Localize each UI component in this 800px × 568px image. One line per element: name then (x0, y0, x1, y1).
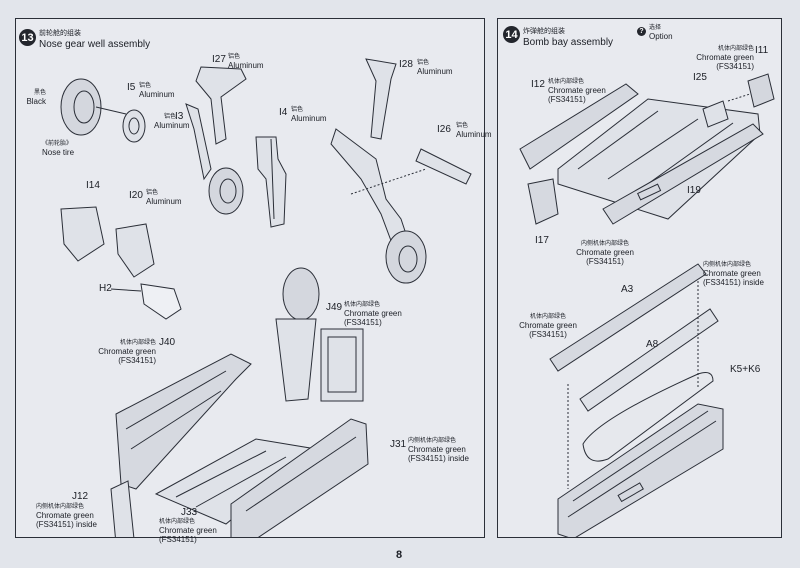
j33-color: 机体内部绿色 Chromate green (FS34151) (159, 519, 217, 544)
part-i4: I4 (279, 107, 288, 118)
part-i11: I11 (755, 45, 769, 56)
tire-color-label: 黑色 Black (26, 90, 46, 106)
part-i17: I17 (535, 235, 549, 246)
strip-a3-shape (549, 263, 707, 372)
i26-color: 铝色 Aluminum (456, 123, 492, 139)
part-j49: J49 (326, 302, 343, 313)
step-13-badge: 13 (19, 29, 36, 46)
j31-color: 内侧机体内部绿色 Chromate green (FS34151) inside (408, 438, 469, 463)
i27-color: 铝色 Aluminum (228, 54, 264, 70)
part-i27: I27 (212, 54, 226, 65)
part-j40: J40 (159, 337, 176, 348)
part-j12: J12 (72, 491, 89, 502)
part-j33: J33 (181, 507, 198, 518)
part-a8: A8 (646, 339, 659, 350)
j12-color: 内侧机体内部绿色 Chromate green (FS34151) inside (36, 504, 97, 529)
i3-color: 铝色 Aluminum (154, 114, 190, 130)
part-i5: I5 (127, 82, 136, 93)
nose-gear-drawing (60, 58, 472, 537)
bulkhead-j49-shape (320, 328, 364, 402)
oleo-i4-shape (255, 136, 287, 228)
part-i26: I26 (437, 124, 451, 135)
page-number: 8 (396, 549, 403, 561)
i28-color: 铝色 Aluminum (417, 60, 453, 76)
step-13-panel: 13 前轮舱的组装 Nose gear well assembly 黑色 Bla… (15, 18, 492, 544)
option-label: 选择 Option (649, 25, 673, 41)
part-i20: I20 (129, 190, 143, 201)
step-14-title-en: Bomb bay assembly (523, 37, 614, 48)
step-14-title-cn: 炸弹舱的组装 (523, 28, 565, 35)
part-i14: I14 (86, 180, 100, 191)
part-i25: I25 (693, 72, 707, 83)
door-i17-shape (527, 178, 559, 225)
door-i14-shape (60, 206, 105, 262)
i4-color: 铝色 Aluminum (291, 107, 327, 123)
door-i12-shape (519, 83, 639, 170)
part-a3: A3 (621, 284, 634, 295)
door-i20-shape (115, 223, 155, 278)
strip-a8-shape (579, 308, 719, 412)
side-wall-j31-shape (230, 418, 369, 537)
a3-left-color: 机体内部绿色 Chromate green (FS34151) (519, 314, 577, 339)
j49-color: 机体内部绿色 Chromate green (FS34151) (344, 302, 402, 327)
wheel-hub-shape (122, 109, 146, 143)
part-i12: I12 (531, 79, 545, 90)
part-i19: I19 (687, 185, 701, 196)
step-13-title-cn: 前轮舱的组装 (39, 30, 81, 37)
step-14-badge: 14 (503, 26, 520, 43)
cover-k5k6-shape (582, 372, 714, 462)
strut-i27-shape (195, 66, 247, 145)
i20-color: 铝色 Aluminum (146, 190, 182, 206)
nose-tire-shape (60, 78, 102, 136)
i17-color: 内侧机体内部绿色 Chromate green (FS34151) (576, 241, 634, 266)
part-k5-k6: K5+K6 (730, 364, 761, 375)
step-14-panel: 14 炸弹舱的组装 Bomb bay assembly ? 选择 Option … (497, 18, 782, 538)
panel-j12-shape (110, 480, 135, 537)
option-icon: ? (637, 27, 646, 36)
i12-color: 机体内部绿色 Chromate green (FS34151) (548, 79, 606, 104)
i5-color: 铝色 Aluminum (139, 83, 175, 99)
i11-color: 机体内部绿色 Chromate green (FS34151) (696, 46, 754, 71)
j40-color: 机体内部绿色 Chromate green (FS34151) (98, 340, 156, 365)
a3-top-color: 内侧机体内部绿色 Chromate green (FS34151) inside (703, 262, 764, 287)
nose-tire-label: 《前轮胎》 Nose tire (42, 141, 75, 157)
bomb-bay-drawing (519, 73, 775, 537)
part-h2: H2 (99, 283, 112, 294)
step-13-title-en: Nose gear well assembly (39, 39, 151, 50)
part-i28: I28 (399, 59, 413, 70)
part-j31: J31 (390, 439, 407, 450)
part-i3: I3 (175, 111, 184, 122)
